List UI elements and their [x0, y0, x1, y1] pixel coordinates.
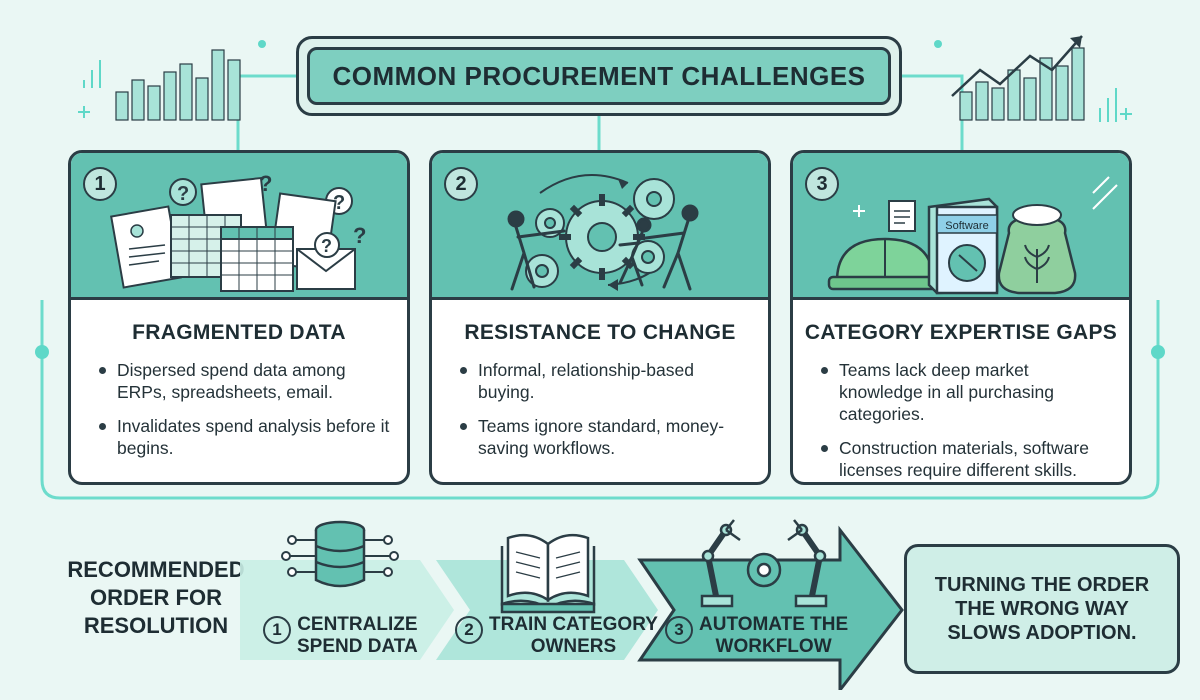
- note-line: TURNING THE ORDER: [934, 574, 1150, 596]
- challenge-card-1: ? ? ? ? ? ?: [68, 150, 410, 485]
- resolution-step-3: 3 AUTOMATE THE WORKFLOW: [665, 614, 848, 658]
- title-inner: COMMON PROCUREMENT CHALLENGES: [307, 47, 891, 105]
- title-banner: COMMON PROCUREMENT CHALLENGES: [296, 36, 902, 116]
- step-label-line: WORKFLOW: [715, 636, 832, 657]
- card-bullet: Informal, relationship-based buying.: [458, 359, 754, 403]
- step-label: CENTRALIZE SPEND DATA: [297, 614, 418, 658]
- card-illustration-area: 2: [432, 153, 768, 300]
- card-bullet-list: Informal, relationship-based buying. Tea…: [458, 359, 754, 471]
- step-number-badge: 3: [665, 616, 693, 644]
- step-number-badge: 1: [263, 616, 291, 644]
- card-illustration-area: Software 3: [793, 153, 1129, 300]
- page-title: COMMON PROCUREMENT CHALLENGES: [332, 60, 866, 91]
- documents-illustration-icon: ? ? ? ? ? ?: [110, 171, 366, 292]
- book-icon: [500, 533, 596, 614]
- card-bullet: Dispersed spend data among ERPs, spreads…: [97, 359, 393, 403]
- card-illustration-area: ? ? ? ? ? ?: [71, 153, 407, 300]
- resolution-label-line: ORDER FOR: [90, 585, 222, 610]
- step-label-line: SPEND DATA: [297, 636, 418, 657]
- step-label-line: CENTRALIZE: [297, 614, 418, 635]
- resolution-label-line: RECOMMENDED: [67, 557, 245, 582]
- svg-text:?: ?: [333, 192, 345, 214]
- software-box-label: Software: [945, 220, 988, 232]
- step-label-line: OWNERS: [530, 636, 617, 657]
- card-bullet: Invalidates spend analysis before it beg…: [97, 415, 393, 459]
- card-bullet: Teams lack deep market knowledge in all …: [819, 359, 1115, 425]
- card-title: CATEGORY EXPERTISE GAPS: [804, 321, 1118, 344]
- warning-note-text: TURNING THE ORDER THE WRONG WAY SLOWS AD…: [923, 573, 1161, 645]
- step-number-badge: 2: [455, 616, 483, 644]
- card-title: RESISTANCE TO CHANGE: [464, 321, 736, 344]
- card-bullet-list: Dispersed spend data among ERPs, spreads…: [97, 359, 393, 471]
- svg-text:?: ?: [353, 223, 366, 248]
- note-line: THE WRONG WAY: [955, 598, 1129, 620]
- step-label: TRAIN CATEGORY OWNERS: [489, 614, 658, 658]
- card-title: FRAGMENTED DATA: [132, 321, 346, 344]
- challenge-card-3: Software 3 CATEGORY EXPERTISE GAPS Teams…: [790, 150, 1132, 485]
- step-label-line: TRAIN CATEGORY: [489, 614, 658, 635]
- card-bullet: Construction materials, software license…: [819, 437, 1115, 481]
- challenge-card-2: 2 RESISTANCE TO CHANGE Informal, relatio…: [429, 150, 771, 485]
- bar-chart-icon: [115, 49, 241, 121]
- category-items-illustration-icon: Software: [827, 176, 1118, 295]
- svg-text:?: ?: [177, 183, 189, 205]
- trend-chart-icon: [959, 47, 1085, 121]
- resolution-arrow-band: [240, 519, 904, 690]
- step-label: AUTOMATE THE WORKFLOW: [699, 614, 848, 658]
- robot-arm-icon: [700, 519, 828, 608]
- resolution-step-2: 2 TRAIN CATEGORY OWNERS: [455, 614, 658, 658]
- resolution-label: RECOMMENDED ORDER FOR RESOLUTION: [66, 556, 246, 640]
- database-icon: [281, 520, 399, 588]
- resolution-step-1: 1 CENTRALIZE SPEND DATA: [263, 614, 418, 658]
- card-number-badge: 3: [805, 167, 839, 201]
- note-line: SLOWS ADOPTION.: [947, 622, 1137, 644]
- card-number-badge: 1: [83, 167, 117, 201]
- warning-note-box: TURNING THE ORDER THE WRONG WAY SLOWS AD…: [904, 544, 1180, 674]
- card-bullet-list: Teams lack deep market knowledge in all …: [819, 359, 1115, 482]
- resolution-label-line: RESOLUTION: [83, 613, 229, 638]
- card-bullet: Teams ignore standard, money-saving work…: [458, 415, 754, 459]
- step-label-line: AUTOMATE THE: [699, 614, 849, 635]
- svg-text:?: ?: [321, 236, 332, 256]
- gears-people-illustration-icon: [507, 174, 699, 291]
- card-number-badge: 2: [444, 167, 478, 201]
